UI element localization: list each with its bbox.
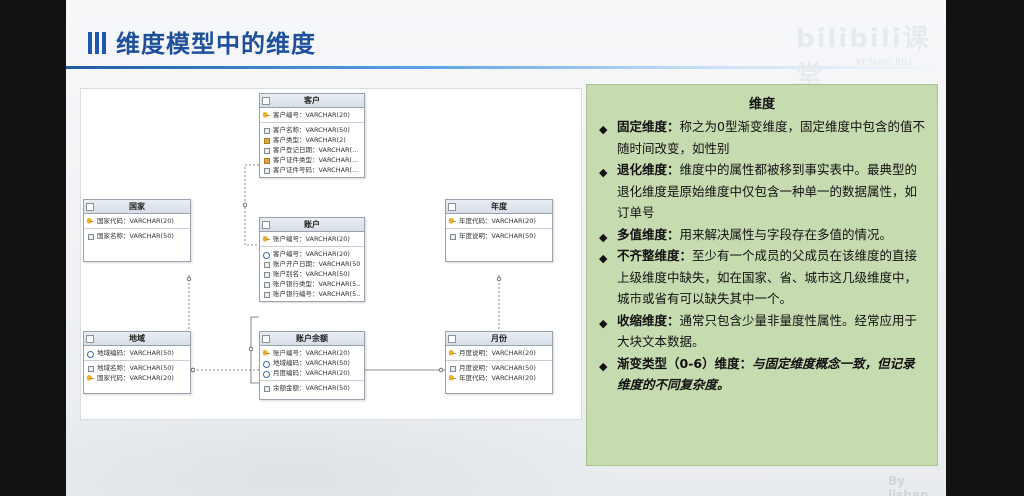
table-row: 客户证件号码：VARCHAR(... (263, 165, 361, 175)
list-item: ◆收缩维度：通常只包含少量非量度性属性。经常应用于大块文本数据。 (599, 312, 918, 350)
column-icon (263, 271, 270, 278)
table-year[interactable]: 年度 年度代码：VARCHAR(20) 年度说明：VARCHAR(50) (445, 199, 553, 262)
list-item: ◆不齐整维度：至少有一个成员的父成员在该维度的直接上级维度中缺失，如在国家、省、… (599, 248, 918, 306)
column-icon (449, 233, 456, 240)
table-account-balance[interactable]: 账户余额 账户编号：VARCHAR(20) 地域编码：VARCHAR(50) 月… (259, 331, 365, 400)
diamond-bullet-icon: ◆ (599, 316, 608, 330)
list-item: ◆固定维度：称之为0型渐变维度，固定维度中包含的值不随时间改变，如性别 (599, 119, 925, 156)
table-country[interactable]: 国家 国家代码：VARCHAR(20) 国家名称：VARCHAR(50) (83, 199, 191, 262)
table-row: 地域编码：VARCHAR(50) (87, 348, 187, 358)
relationship-lines (186, 164, 502, 384)
table-row: 账户银行类型：VARCHAR(5... (263, 279, 361, 289)
key-icon (263, 235, 270, 243)
key-icon (449, 374, 456, 382)
table-title: 年度 (491, 202, 507, 211)
dimension-types-panel: 维度 ◆固定维度：称之为0型渐变维度，固定维度中包含的值不随时间改变，如性别 ◆… (586, 84, 938, 466)
table-row: 年度代码：VARCHAR(20) (449, 216, 549, 226)
slide-title: 维度模型中的维度 (116, 30, 316, 58)
table-row: 月度说明：VARCHAR(50) (449, 363, 549, 373)
column-icon (263, 281, 270, 288)
table-row: 国家代码：VARCHAR(20) (87, 373, 187, 383)
table-row: 月度说明：VARCHAR(20) (449, 348, 549, 358)
column-icon (263, 147, 270, 154)
table-row: 余额金额：VARCHAR(50) (263, 383, 361, 393)
column-icon (263, 385, 270, 392)
table-row: 账户编号：VARCHAR(20) (263, 348, 361, 358)
diamond-bullet-icon: ◆ (599, 230, 608, 244)
panel-heading: 维度 (748, 97, 775, 112)
er-diagram: 客户 客户编号：VARCHAR(20) 客户名称：VARCHAR(50) 客户类… (80, 88, 582, 420)
table-row: 年度代码：VARCHAR(20) (449, 373, 549, 383)
watermark-logo: bilibili课堂 (796, 24, 931, 91)
key-icon (87, 217, 94, 225)
table-row: 账户别名：VARCHAR(50) (263, 269, 361, 279)
watermark-sub: KETANG.BILI (856, 58, 912, 68)
title-underline (66, 66, 946, 69)
table-row: 月度编码：VARCHAR(20) (263, 368, 361, 378)
diamond-bullet-icon: ◆ (599, 252, 608, 265)
table-customer[interactable]: 客户 客户编号：VARCHAR(20) 客户名称：VARCHAR(50) 客户类… (259, 93, 365, 178)
table-row: 客户登记日期：VARCHAR(... (263, 145, 361, 155)
index-icon (263, 157, 270, 164)
table-region[interactable]: 地域 地域编码：VARCHAR(50) 地域名称：VARCHAR(50) 国家代… (83, 331, 191, 394)
key-icon (449, 217, 456, 225)
column-icon (263, 127, 270, 134)
column-icon (263, 261, 270, 268)
table-title: 国家 (129, 202, 145, 211)
table-row: 年度说明：VARCHAR(50) (449, 231, 549, 241)
foreign-key-icon (263, 360, 270, 368)
table-row: 地域名称：VARCHAR(50) (87, 363, 187, 373)
list-item: ◆退化维度：维度中的属性都被移到事实表中。最典型的退化维度是原始维度中仅包含一种… (599, 162, 918, 220)
table-row: 客户类型：VARCHAR(2) (263, 135, 361, 145)
list-item: ◆渐变类型（0-6）维度：与固定维度概念一致，但记录维度的不同复杂度。 (599, 355, 915, 393)
table-row: 客户证件类型：VARCHAR(... (263, 155, 361, 165)
column-icon (263, 291, 270, 298)
table-row: 客户编号：VARCHAR(20) (263, 249, 361, 259)
table-row: 客户编号：VARCHAR(20) (263, 110, 361, 120)
table-row: 国家名称：VARCHAR(50) (87, 231, 187, 241)
foreign-key-icon (263, 370, 270, 378)
key-icon (87, 374, 94, 382)
index-icon (263, 137, 270, 144)
diamond-bullet-icon: ◆ (599, 359, 608, 373)
table-account[interactable]: 账户 账户编号：VARCHAR(20) 客户编号：VARCHAR(20) 账户开… (259, 217, 365, 302)
letterbox-left (0, 0, 66, 496)
table-title: 账户 (304, 220, 320, 229)
letterbox-right (946, 0, 1024, 496)
table-title: 账户余额 (296, 334, 328, 343)
table-row: 客户名称：VARCHAR(50) (263, 125, 361, 135)
table-title: 客户 (304, 96, 320, 105)
column-icon (87, 365, 94, 372)
table-title: 地域 (129, 334, 145, 343)
key-icon (449, 349, 456, 357)
title-bars-icon (88, 32, 106, 54)
key-icon (263, 111, 270, 119)
table-row: 地域编码：VARCHAR(50) (263, 358, 361, 368)
key-icon (263, 349, 270, 357)
diamond-bullet-icon: ◆ (599, 123, 608, 136)
foreign-key-icon (263, 251, 270, 259)
column-icon (449, 365, 456, 372)
table-row: 账户编号：VARCHAR(20) (263, 234, 361, 244)
table-row: 账户银行编号：VARCHAR(5... (263, 289, 361, 299)
table-row: 国家代码：VARCHAR(20) (87, 216, 187, 226)
column-icon (87, 233, 94, 240)
slide: 维度模型中的维度 bilibili课堂 KETANG.BILI (66, 0, 946, 496)
list-item: ◆多值维度：用来解决属性与字段存在多值的情况。 (599, 224, 925, 246)
table-title: 月份 (491, 334, 507, 343)
diamond-bullet-icon: ◆ (599, 166, 608, 179)
column-icon (263, 167, 270, 174)
table-month[interactable]: 月份 月度说明：VARCHAR(20) 月度说明：VARCHAR(50) 年度代… (445, 331, 553, 394)
foreign-key-icon (87, 350, 94, 358)
author-byline: By lishan (888, 474, 929, 496)
table-row: 账户开户日期：VARCHAR(50) (263, 259, 361, 269)
